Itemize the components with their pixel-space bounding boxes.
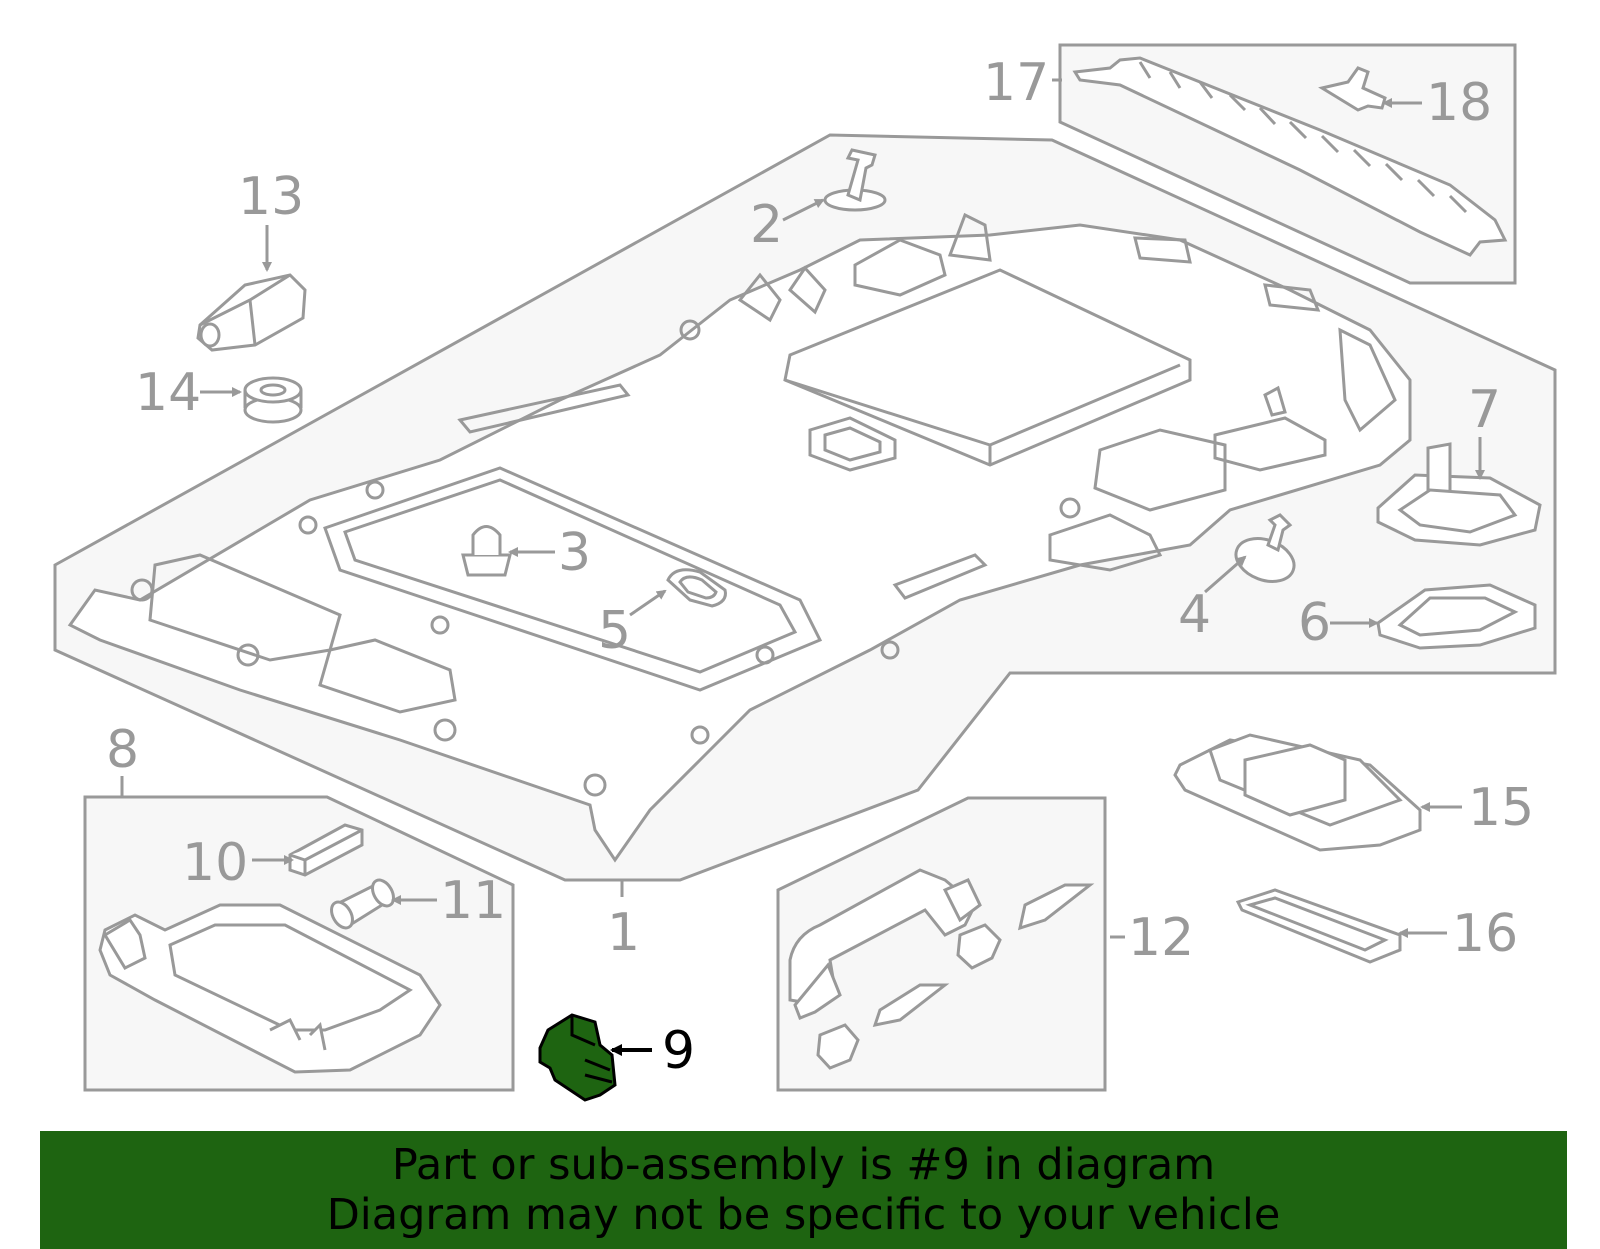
grab-handle-panel	[776, 796, 1107, 1092]
part-13-sensor	[196, 273, 307, 352]
part-2-clip	[823, 148, 887, 212]
part-10-cover	[288, 823, 364, 877]
callout-18: 18	[1426, 73, 1492, 133]
highlighted-part-9	[538, 1013, 617, 1102]
callout-9: 9	[662, 1021, 695, 1081]
callout-10: 10	[182, 833, 248, 893]
info-banner: Part or sub-assembly is #9 in diagram Di…	[40, 1131, 1567, 1249]
part-5-plug	[666, 568, 727, 608]
part-14-knob	[243, 376, 303, 424]
callout-13: 13	[238, 167, 304, 227]
callout-11: 11	[440, 871, 506, 931]
part-16-lens	[1235, 888, 1402, 964]
part-17-trim	[1072, 56, 1508, 257]
part-15-console	[1173, 733, 1422, 852]
part-3-clip	[461, 525, 512, 577]
callout-4: 4	[1178, 585, 1211, 645]
callout-1: 1	[607, 903, 640, 963]
callout-5: 5	[598, 601, 631, 661]
callout-17: 17	[983, 53, 1049, 113]
callout-labels: 1 2 3 4 5 6 7 8 10 11 12 13 14 15 16 17 …	[106, 53, 1534, 1081]
leader-lines	[120, 78, 1485, 939]
callout-15: 15	[1468, 778, 1534, 838]
part-7-lamp	[1376, 442, 1542, 547]
callout-7: 7	[1468, 380, 1501, 440]
part-11-bulb	[330, 878, 395, 930]
part-6-cover	[1376, 583, 1537, 650]
grab-handle	[788, 868, 1095, 1070]
banner-line-2: Diagram may not be specific to your vehi…	[326, 1190, 1281, 1240]
callout-6: 6	[1298, 593, 1331, 653]
callout-16: 16	[1452, 904, 1518, 964]
callout-3: 3	[558, 523, 591, 583]
callout-12: 12	[1128, 908, 1194, 968]
part-4-clip	[1234, 513, 1296, 583]
banner-line-1: Part or sub-assembly is #9 in diagram	[391, 1140, 1216, 1190]
callout-14: 14	[135, 363, 201, 423]
headliner	[67, 212, 1412, 863]
part-18-clip	[1318, 66, 1387, 112]
callout-2: 2	[750, 195, 783, 255]
callout-8: 8	[106, 720, 139, 780]
sunvisor	[98, 903, 442, 1074]
